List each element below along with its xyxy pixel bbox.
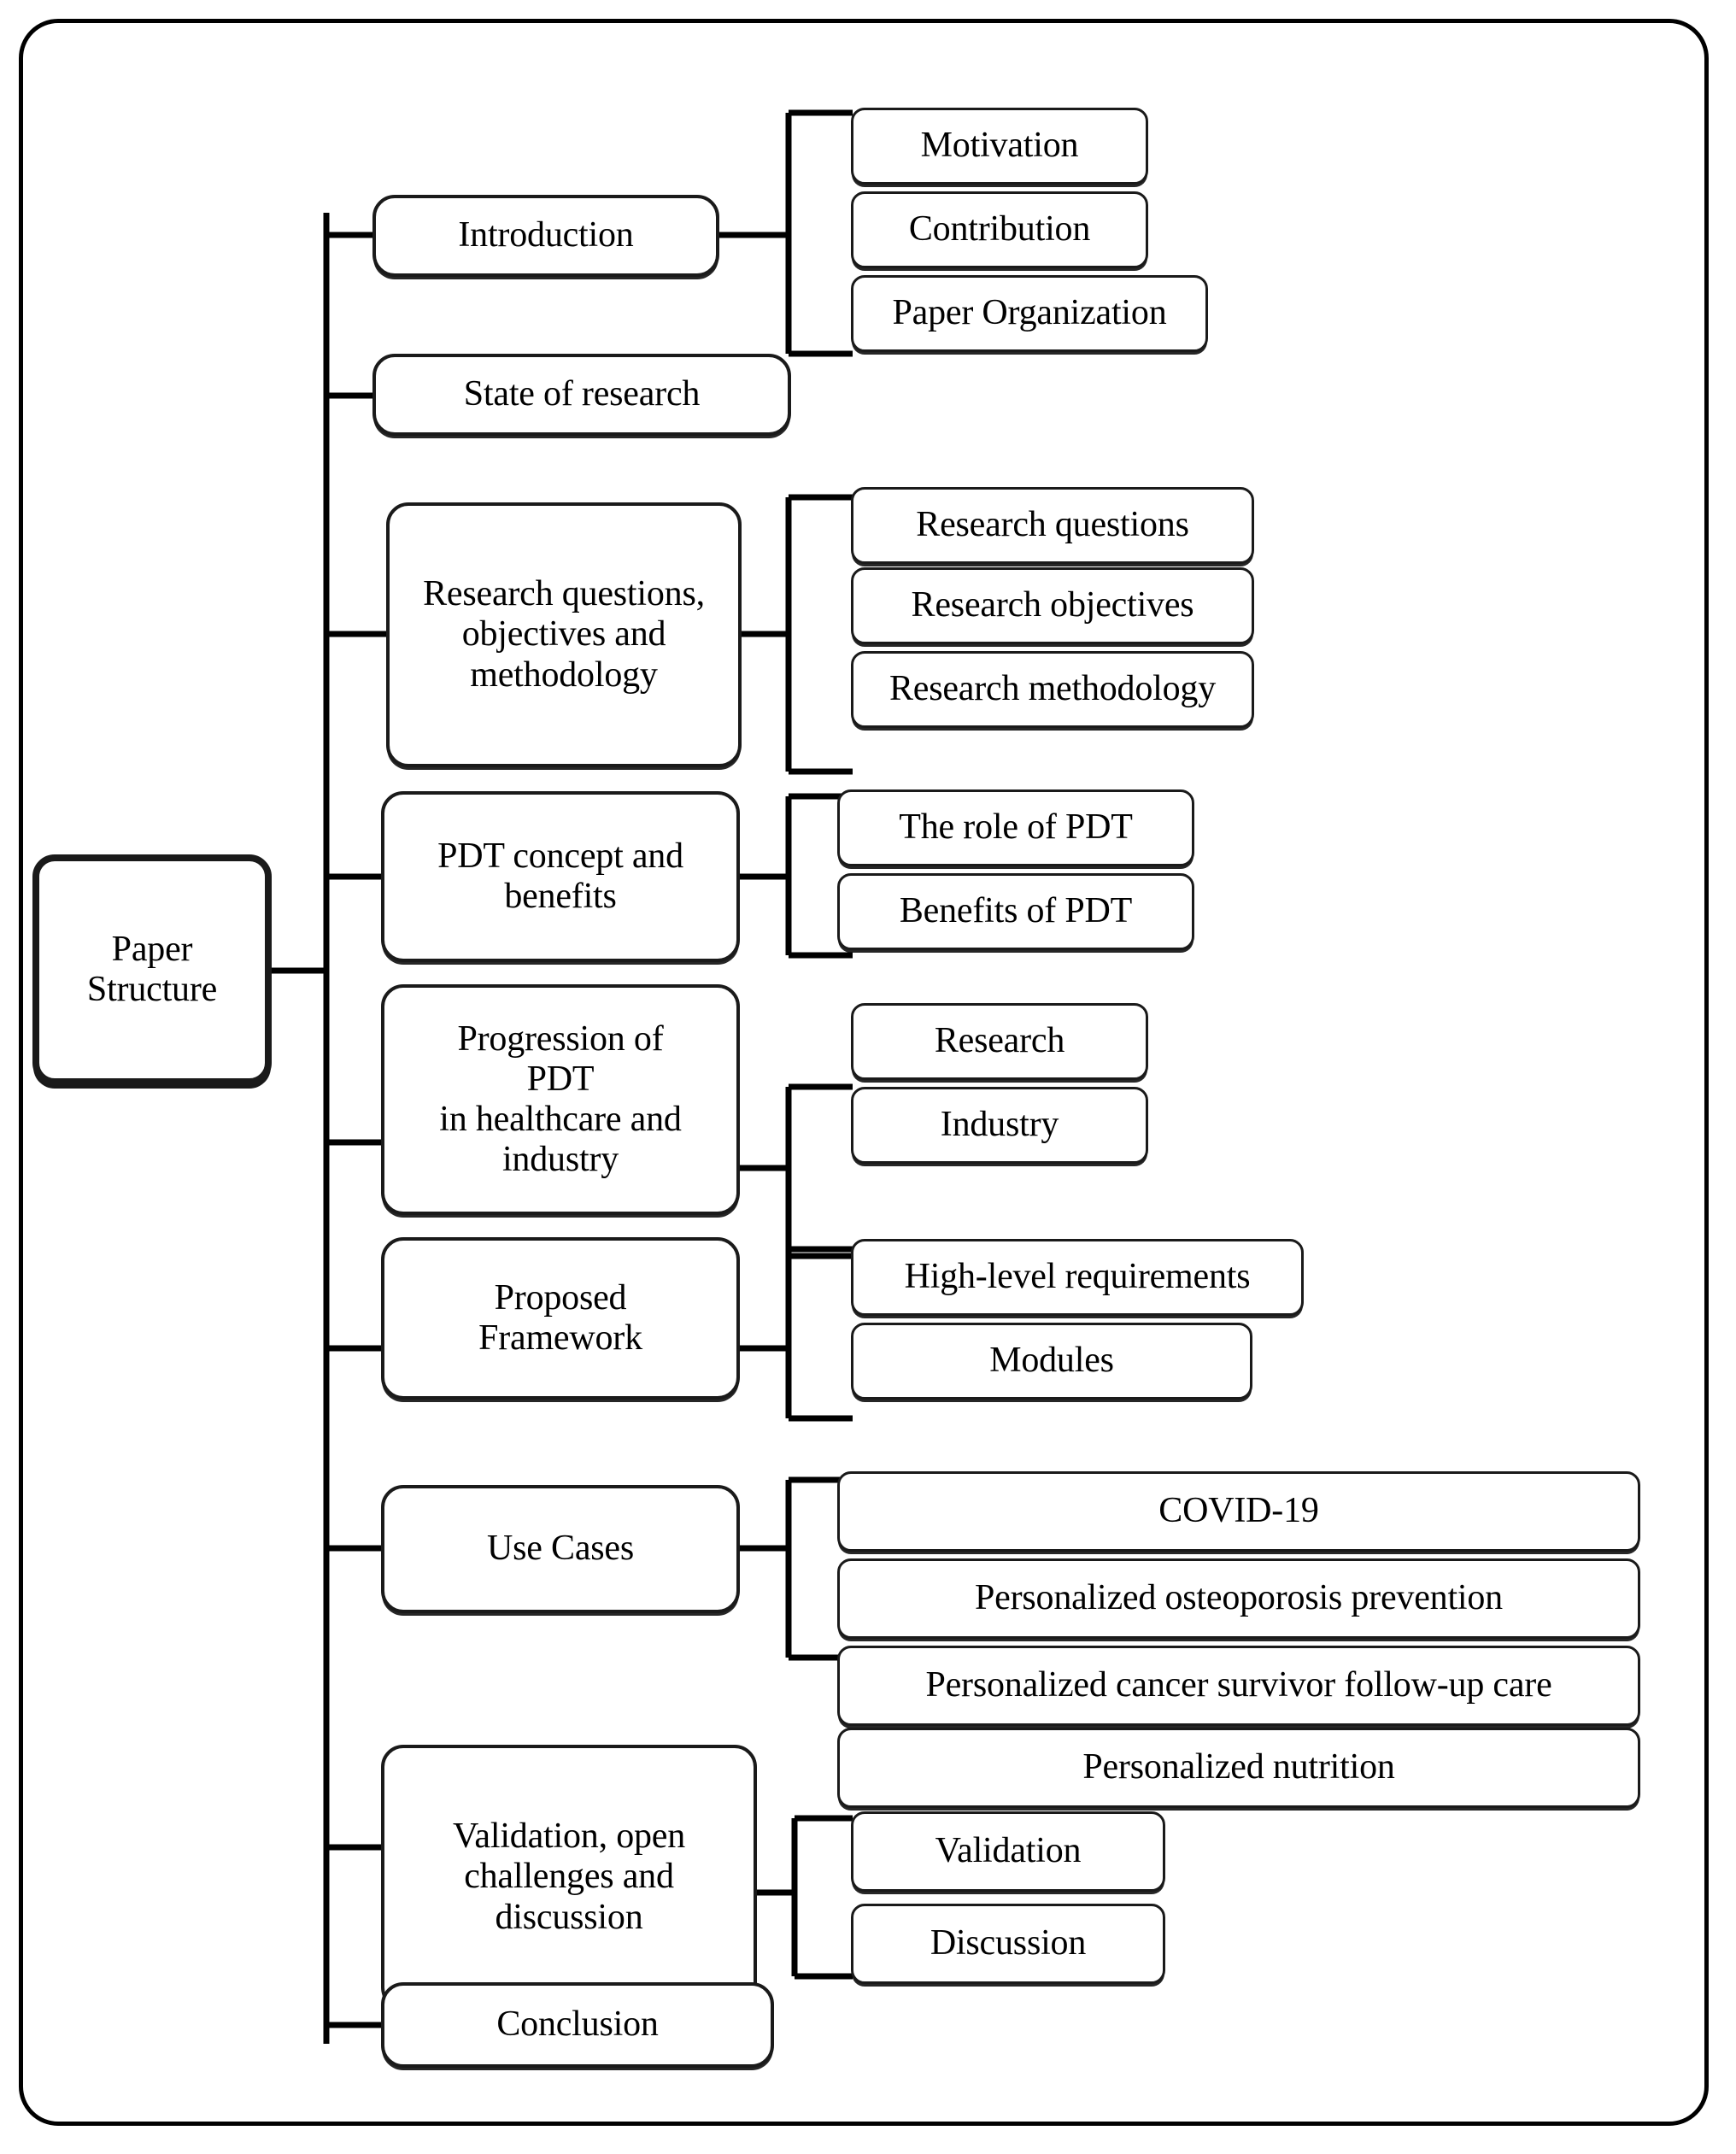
node-label: Discussion [930,1923,1087,1963]
node-label: High-level requirements [904,1257,1251,1297]
node-progression-of-pdt[interactable]: Progression of PDT in healthcare and ind… [381,984,740,1215]
node-label: Progression of PDT in healthcare and ind… [439,1018,682,1180]
node-label: Paper Organization [892,293,1167,333]
node-paper-organization[interactable]: Paper Organization [851,275,1208,352]
node-covid-19[interactable]: COVID-19 [837,1471,1640,1552]
node-label: State of research [463,374,701,414]
node-label: Contribution [908,209,1091,249]
node-label: Research questions, objectives and metho… [423,574,705,695]
node-label: Conclusion [496,2004,659,2045]
node-motivation[interactable]: Motivation [851,108,1148,185]
node-high-level-requirements[interactable]: High-level requirements [851,1239,1304,1316]
node-label: Research questions [916,505,1189,545]
node-label: Personalized cancer survivor follow-up c… [925,1665,1552,1705]
node-label: Personalized nutrition [1082,1747,1395,1787]
node-introduction[interactable]: Introduction [372,195,719,277]
node-label: Modules [989,1341,1114,1381]
node-label: Introduction [458,215,634,255]
node-validation[interactable]: Validation [851,1811,1165,1892]
node-conclusion[interactable]: Conclusion [381,1982,774,2068]
node-label: Research objectives [911,585,1194,625]
node-pdt-concept-and-benefits[interactable]: PDT concept and benefits [381,791,740,962]
node-proposed-framework[interactable]: Proposed Framework [381,1237,740,1400]
node-label: Motivation [920,126,1079,166]
node-label: Personalized osteoporosis prevention [974,1578,1503,1618]
node-validation-open-challenges-discussion[interactable]: Validation, open challenges and discussi… [381,1745,757,2010]
node-industry[interactable]: Industry [851,1087,1148,1164]
node-label: Paper Structure [86,929,218,1009]
node-label: Research [934,1021,1065,1061]
node-benefits-of-pdt[interactable]: Benefits of PDT [837,873,1194,950]
node-research-questions[interactable]: Research questions [851,487,1254,564]
node-the-role-of-pdt[interactable]: The role of PDT [837,789,1194,866]
node-use-cases[interactable]: Use Cases [381,1485,740,1613]
node-personalized-cancer-survivor-follow-up-care[interactable]: Personalized cancer survivor follow-up c… [837,1646,1640,1726]
node-personalized-osteoporosis-prevention[interactable]: Personalized osteoporosis prevention [837,1558,1640,1639]
node-contribution[interactable]: Contribution [851,191,1148,268]
node-label: Research methodology [889,669,1217,709]
node-discussion[interactable]: Discussion [851,1904,1165,1984]
node-label: COVID-19 [1158,1491,1319,1531]
node-label: Validation [935,1831,1082,1871]
node-research[interactable]: Research [851,1003,1148,1080]
node-modules[interactable]: Modules [851,1323,1252,1400]
node-research-objectives[interactable]: Research objectives [851,567,1254,644]
node-paper-structure[interactable]: Paper Structure [32,854,272,1085]
node-label: PDT concept and benefits [437,836,683,916]
node-label: Benefits of PDT [899,891,1133,931]
node-label: Validation, open challenges and discussi… [452,1817,686,1937]
node-label: Use Cases [486,1529,634,1569]
node-research-methodology[interactable]: Research methodology [851,651,1254,728]
node-personalized-nutrition[interactable]: Personalized nutrition [837,1728,1640,1808]
node-research-questions-objectives-methodology[interactable]: Research questions, objectives and metho… [386,502,742,767]
node-label: Industry [940,1105,1059,1145]
node-state-of-research[interactable]: State of research [372,354,791,436]
node-label: Proposed Framework [478,1277,642,1358]
node-label: The role of PDT [899,807,1133,848]
